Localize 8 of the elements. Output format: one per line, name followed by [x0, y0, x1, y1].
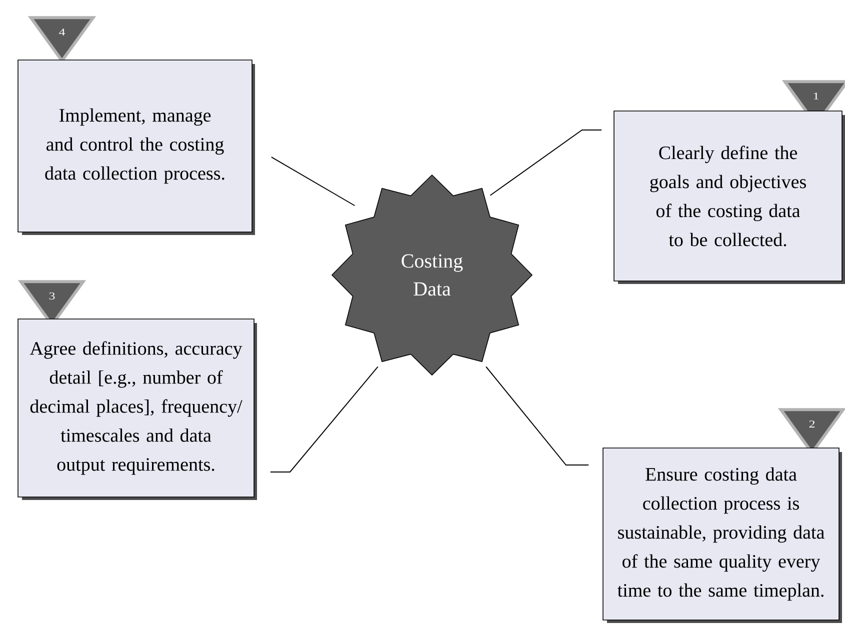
connector-line [486, 366, 590, 466]
connector-line [490, 130, 602, 196]
text-box: Clearly define the goals and objectives of the costing data to be collected. [614, 110, 845, 284]
connector-line [270, 156, 356, 206]
text-box: Agree definitions, accuracy detail [e.g., number of decimal places], frequency/ timescales and data output requirements. [18, 318, 257, 500]
text-box: Ensure costing data collection process is sustainable, providing data of the same quality every time to the same timeplan. [602, 448, 842, 623]
text-box: Implement, manage and control the costing data collection process. [18, 60, 255, 235]
connector-line [270, 366, 378, 472]
